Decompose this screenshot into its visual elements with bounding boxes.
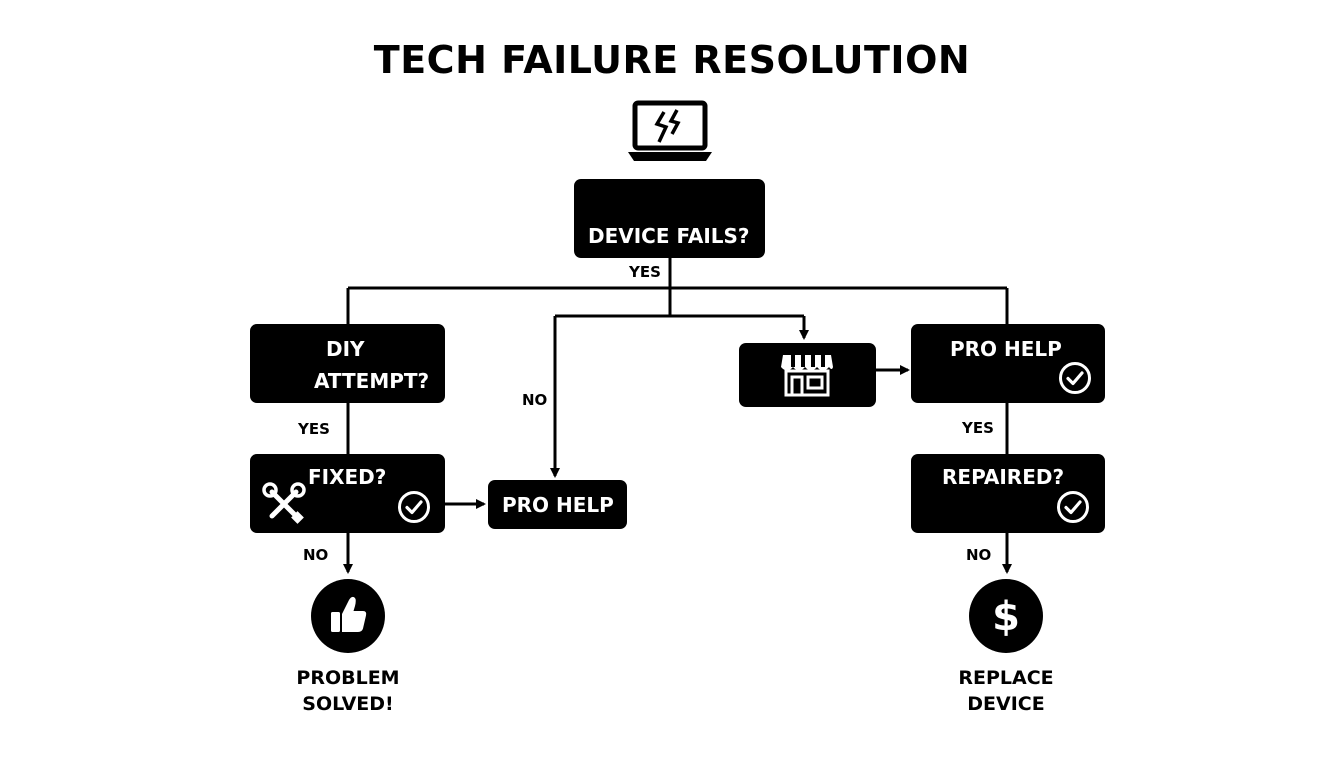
yes-label-top: YES	[629, 263, 661, 281]
no-label-repaired: NO	[966, 546, 992, 564]
fixed-label: FIXED?	[308, 465, 387, 489]
device-fails-node: DEVICE FAILS?	[574, 179, 765, 258]
yes-label-pro: YES	[962, 419, 994, 437]
diy-attempt-label-line1: DIY	[326, 337, 365, 361]
pro-help-right-label: PRO HELP	[950, 337, 1062, 361]
repaired-label: REPAIRED?	[942, 465, 1065, 489]
no-label-middle: NO	[522, 391, 548, 409]
diy-attempt-node: DIY ATTEMPT?	[250, 324, 445, 403]
dollar-icon: $	[969, 579, 1043, 653]
yes-label-diy: YES	[298, 420, 330, 438]
pro-help-middle-node: PRO HELP	[488, 480, 627, 529]
replace-device-line2: DEVICE	[967, 693, 1045, 715]
no-label-fixed: NO	[303, 546, 329, 564]
check-circle-icon	[1059, 362, 1091, 394]
thumbs-up-icon	[311, 579, 385, 653]
check-circle-icon	[1057, 491, 1089, 523]
device-fails-label: DEVICE FAILS?	[588, 224, 750, 248]
wrench-screwdriver-icon	[262, 482, 306, 524]
check-circle-icon	[398, 491, 430, 523]
storefront-node	[739, 343, 876, 407]
problem-solved-line1: PROBLEM	[296, 667, 400, 689]
pro-help-middle-label: PRO HELP	[502, 493, 614, 517]
svg-text:$: $	[992, 594, 1020, 640]
problem-solved-label: PROBLEM SOLVED!	[268, 665, 428, 717]
replace-device-label: REPLACE DEVICE	[926, 665, 1086, 717]
fixed-node: FIXED?	[250, 454, 445, 533]
replace-device-line1: REPLACE	[958, 667, 1054, 689]
pro-help-right-node: PRO HELP	[911, 324, 1105, 403]
storefront-icon	[781, 355, 833, 397]
diy-attempt-label-line2: ATTEMPT?	[314, 369, 430, 393]
repaired-node: REPAIRED?	[911, 454, 1105, 533]
diagram-title: TECH FAILURE RESOLUTION	[373, 38, 971, 82]
broken-laptop-icon	[628, 100, 712, 161]
problem-solved-line2: SOLVED!	[302, 693, 394, 715]
